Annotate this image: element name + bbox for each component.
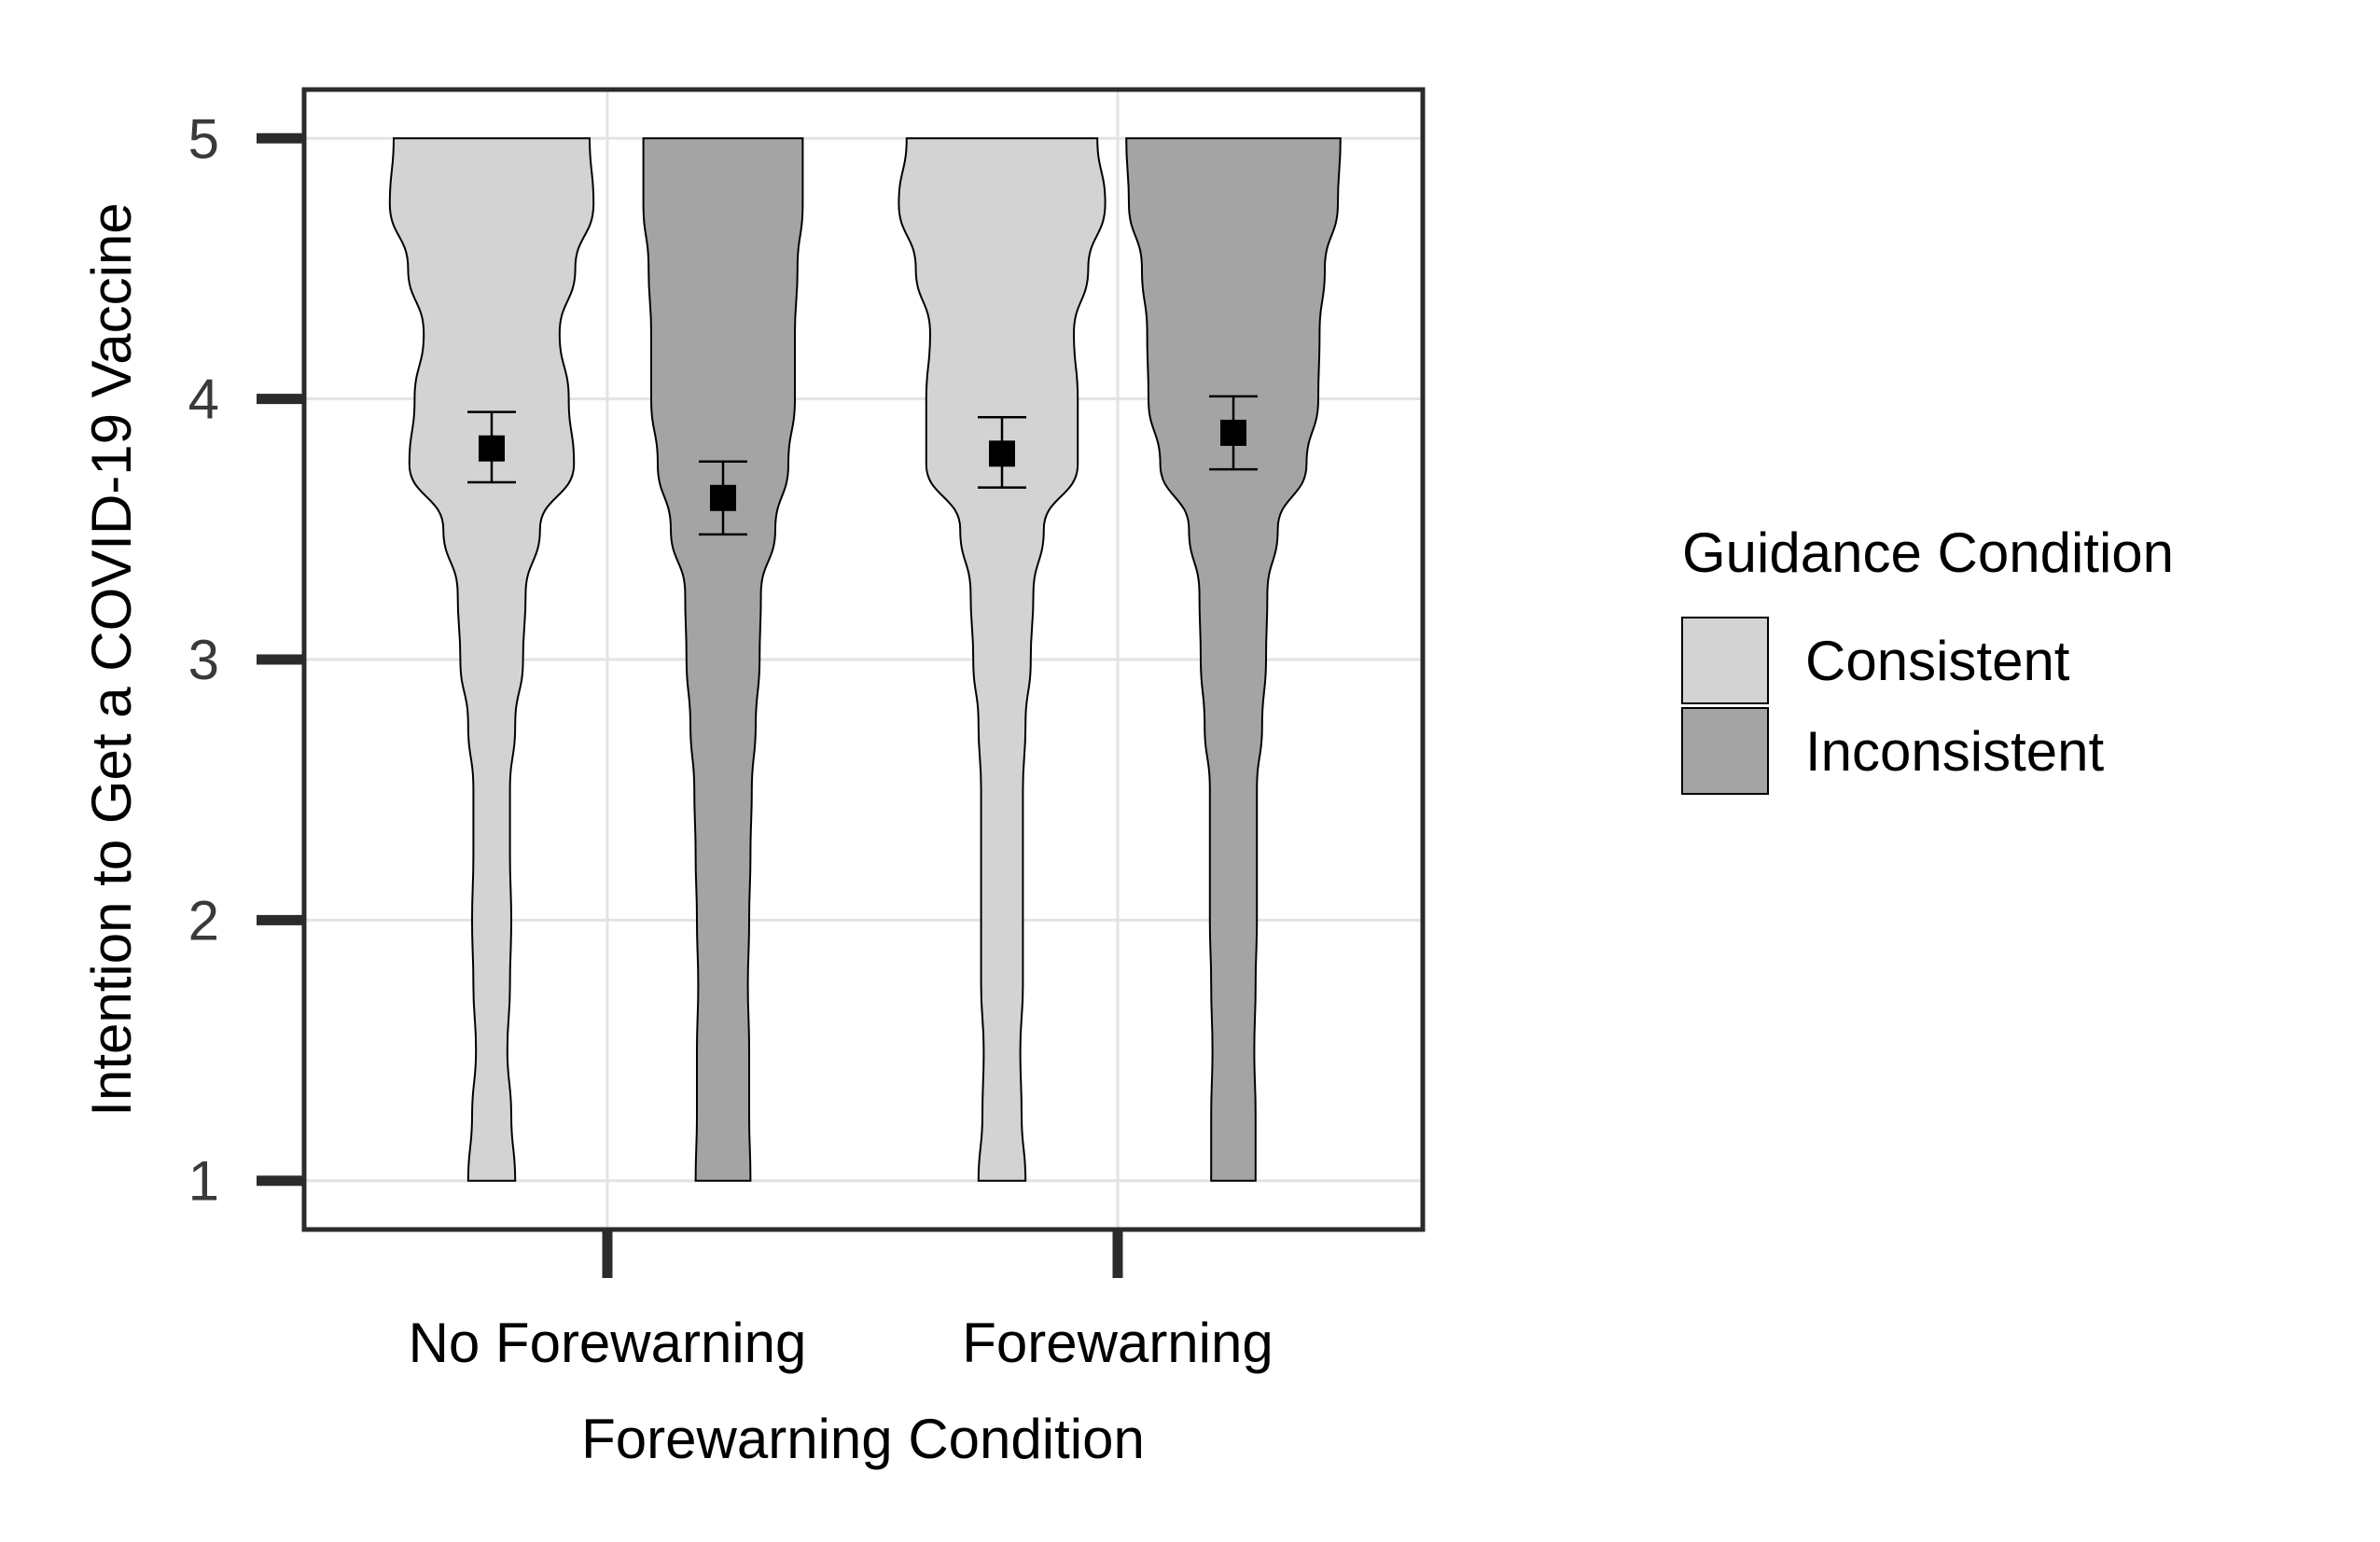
mean-point xyxy=(1220,419,1246,446)
violin-inconsistent-no-forewarning xyxy=(642,137,804,1182)
y-tick-label: 4 xyxy=(188,368,219,431)
y-axis-title: Intention to Get a COVID-19 Vaccine xyxy=(80,202,143,1116)
x-tick-label: No Forewarning xyxy=(409,1312,807,1374)
legend-title: Guidance Condition xyxy=(1682,521,2174,584)
x-axis-title: Forewarning Condition xyxy=(581,1408,1145,1470)
violins-layer xyxy=(388,137,1342,1182)
violin-consistent-forewarning xyxy=(898,137,1106,1182)
x-tick-label: Forewarning xyxy=(962,1312,1274,1374)
x-axis: No Forewarning Forewarning xyxy=(409,1231,1274,1374)
y-axis: 1 2 3 4 5 xyxy=(188,107,304,1213)
legend-label: Consistent xyxy=(1805,630,2070,692)
violin-inconsistent-forewarning xyxy=(1125,137,1342,1182)
violin-consistent-no-forewarning xyxy=(388,137,595,1182)
mean-point xyxy=(479,435,505,462)
y-tick-label: 1 xyxy=(188,1150,219,1213)
legend-key-inconsistent xyxy=(1681,707,1769,795)
y-tick-label: 3 xyxy=(188,629,219,691)
y-tick-label: 2 xyxy=(188,889,219,952)
legend-label: Inconsistent xyxy=(1805,720,2105,783)
legend: Guidance Condition ConsistentInconsisten… xyxy=(1681,521,2174,795)
mean-point xyxy=(710,484,736,511)
legend-key-consistent xyxy=(1681,617,1769,704)
mean-point xyxy=(989,440,1015,467)
y-tick-label: 5 xyxy=(188,107,219,170)
error-bars-layer xyxy=(467,395,1258,536)
